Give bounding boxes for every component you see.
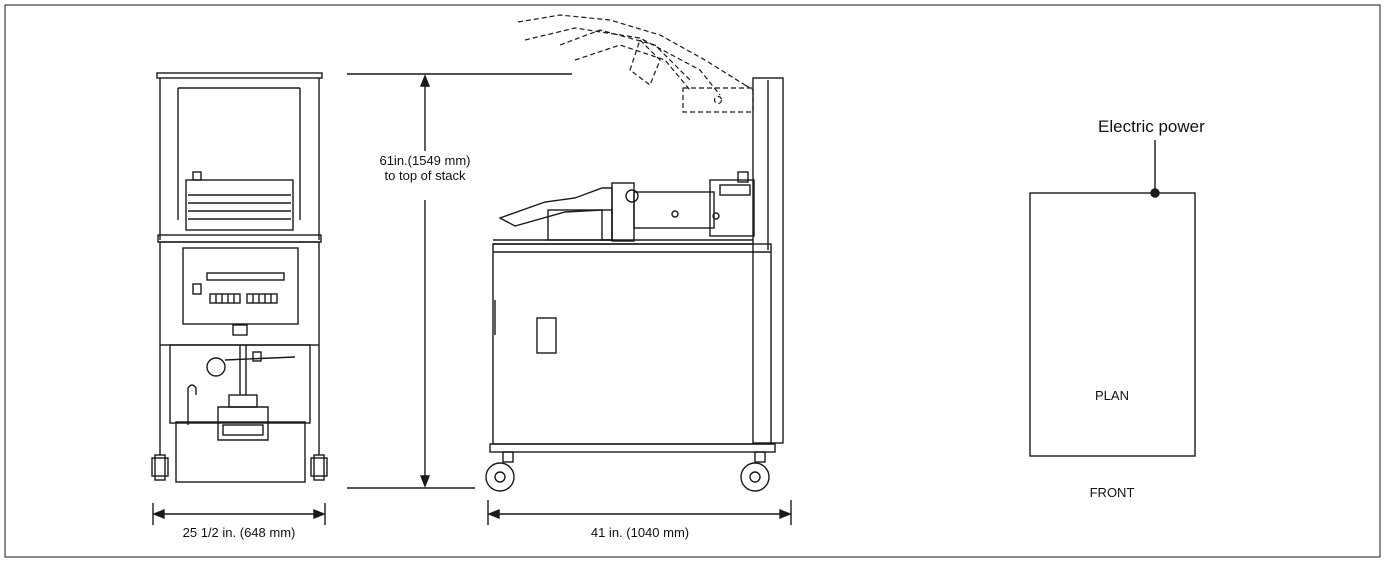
lid-open-position <box>517 14 754 113</box>
fryer-front-view <box>151 72 328 483</box>
electric-power-label: Electric power <box>1098 117 1205 136</box>
side-depth-label: 41 in. (1040 mm) <box>590 525 690 540</box>
height-dimension <box>347 73 572 489</box>
front-width-label: 25 1/2 in. (648 mm) <box>182 525 296 540</box>
front-label: FRONT <box>1089 485 1135 500</box>
power-connection-dot <box>1150 188 1160 198</box>
front-width-dimension <box>152 503 326 525</box>
height-label-line2: to top of stack <box>384 168 466 183</box>
height-label-line1: 61in.(1549 mm) <box>379 153 471 168</box>
drawing-frame <box>4 4 1381 558</box>
side-depth-dimension <box>487 500 792 525</box>
fryer-side-view <box>485 14 784 492</box>
plan-view <box>1029 140 1196 457</box>
plan-label: PLAN <box>1095 388 1129 403</box>
height-label: 61in.(1549 mm) to top of stack <box>345 153 505 183</box>
plan-rectangle <box>1029 192 1196 457</box>
